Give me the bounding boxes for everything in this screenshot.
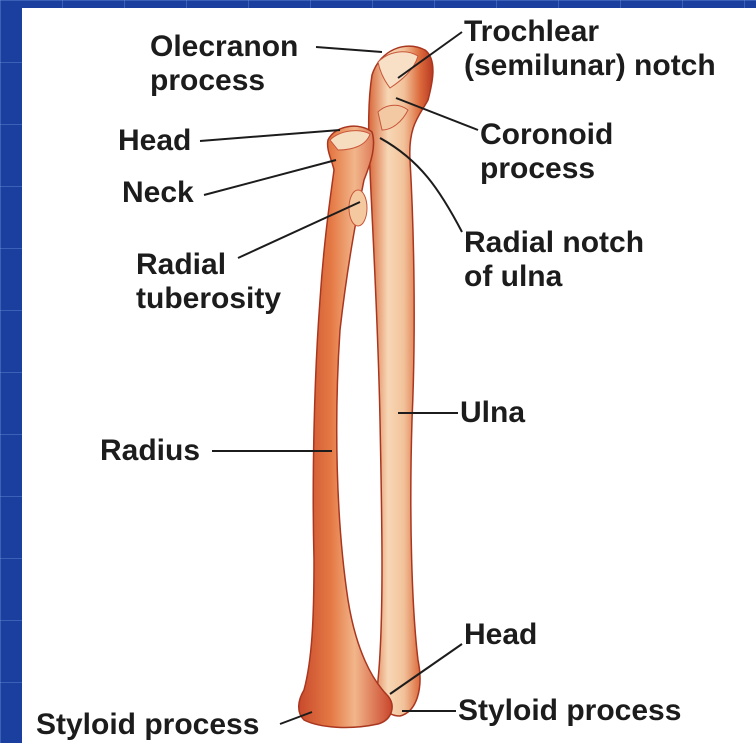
label-neck: Neck [122, 176, 194, 210]
label-coronoid-process: Coronoid process [480, 118, 613, 186]
label-radial-notch-of-ulna: Radial notch of ulna [464, 226, 644, 294]
label-radial-tuberosity-line2: tuberosity [136, 282, 281, 316]
label-styloid-process-right: Styloid process [458, 694, 681, 728]
label-ulna: Ulna [460, 396, 525, 430]
leader-neck [204, 160, 336, 195]
label-styloid-process-left: Styloid process [36, 708, 259, 742]
label-coronoid-line1: Coronoid [480, 118, 613, 152]
label-radial-notch-line1: Radial notch [464, 226, 644, 260]
label-radial-tuberosity-line1: Radial [136, 248, 281, 282]
ulna-bone [369, 46, 433, 716]
label-radial-notch-line2: of ulna [464, 260, 644, 294]
label-olecranon-line2: process [150, 64, 298, 98]
leader-olecranon [316, 47, 382, 52]
label-trochlear-line2: (semilunar) notch [464, 49, 716, 83]
label-trochlear-line1: Trochlear [464, 15, 716, 49]
label-coronoid-line2: process [480, 152, 613, 186]
leader-head-top [200, 130, 340, 141]
radial-tuberosity-mark [349, 190, 367, 226]
label-radial-tuberosity: Radial tuberosity [136, 248, 281, 316]
label-head-bottom: Head [464, 618, 537, 652]
label-olecranon-process: Olecranon process [150, 30, 298, 98]
label-olecranon-line1: Olecranon [150, 30, 298, 64]
label-trochlear-notch: Trochlear (semilunar) notch [464, 15, 716, 83]
label-radius: Radius [100, 434, 200, 468]
label-head-top: Head [118, 124, 191, 158]
